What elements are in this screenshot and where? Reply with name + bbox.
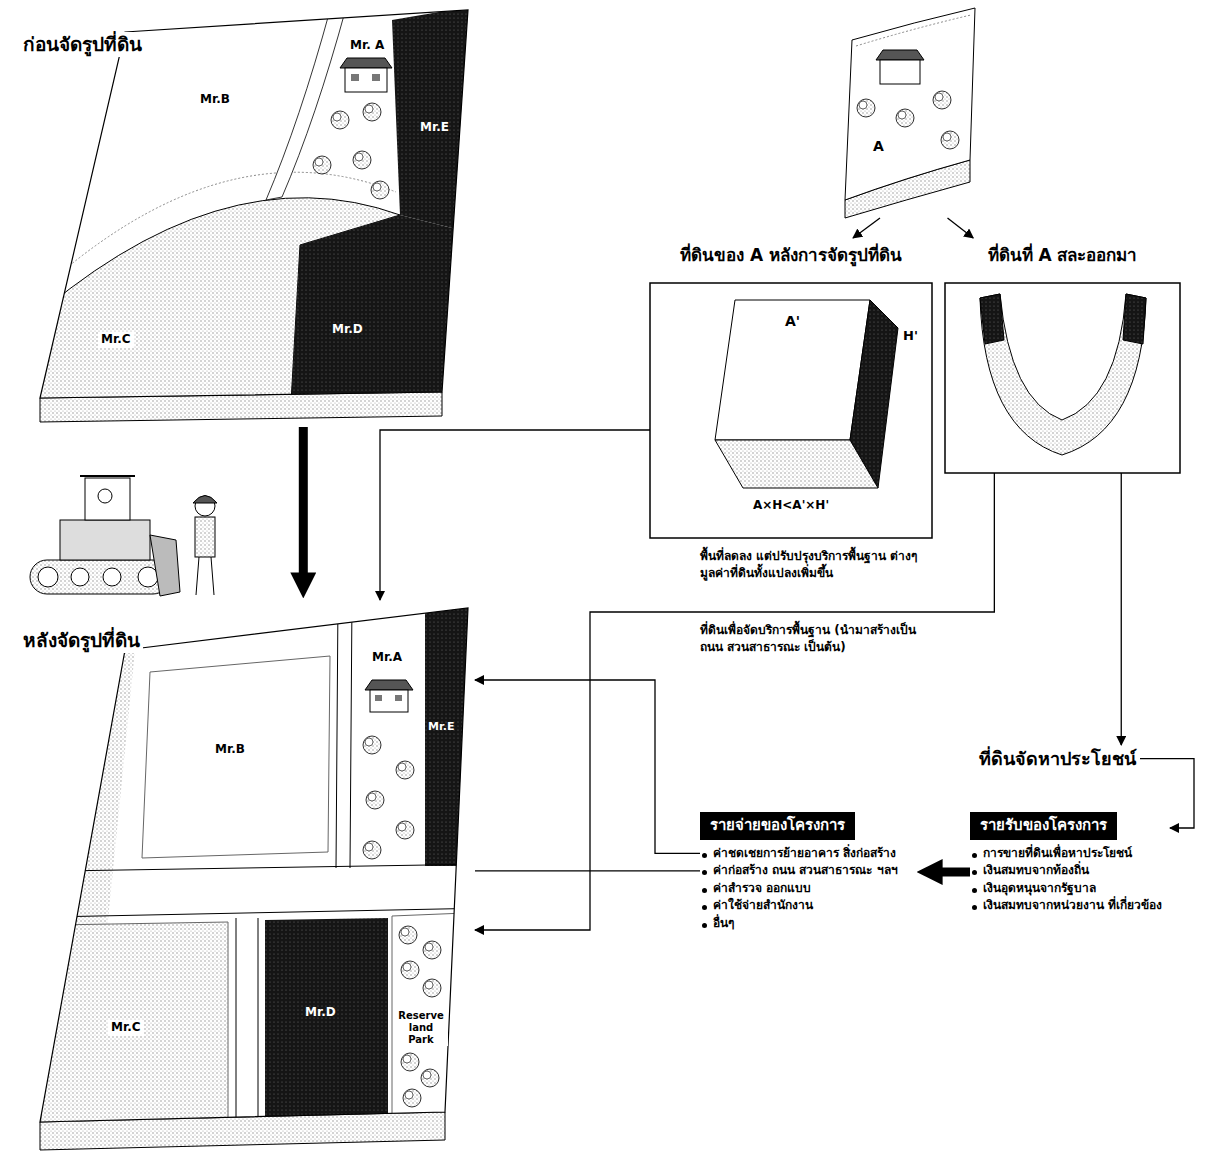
parcel-label: Mr.D [332,322,363,338]
list-item: อื่นๆ [713,916,734,932]
map-heading: หลังจัดรูปที่ดิน [20,628,143,653]
bullet-dot [972,870,977,875]
list-item-row: เงินสมทบจากหน่วยงาน ที่เกี่ยวข้อง [970,898,1170,914]
list-item: เงินอุดหนุนจากรัฐบาล [983,881,1096,897]
income-box: รายรับของโครงการการขายที่ดินเพื่อหาประโย… [970,812,1170,916]
parcel-label: Mr. A [350,38,384,54]
map-before-drawing [20,5,480,422]
list-item: ค่าก่อสร้าง ถนน สวนสาธารณะ ฯลฯ [713,863,898,879]
connector-line [948,218,974,238]
parcel-label: Mr.E [420,120,449,136]
bullet-dot [702,905,707,910]
bullet-dot [702,888,707,893]
connector-line [1140,759,1194,828]
parcel-label: Mr.E [428,720,455,734]
parcel-a-drawing [845,8,975,218]
bullet-dot [972,905,977,910]
list-heading: รายรับของโครงการ [970,812,1117,840]
parcel-label: Mr.C [108,1020,144,1036]
list-item-row: ค่าใช้จ่ายสำนักงาน [700,898,915,914]
parcel-label: Mr.B [200,92,230,108]
land-contributed-box: ที่ดินที่ A สละออกมา [945,238,1180,473]
dimension-label: A' [785,312,800,330]
note-text: พื้นที่ลดลง แต่ปรับปรุงบริการพื้นฐาน ต่า… [700,548,935,582]
list-item-row: เงินสมทบจากท้องถิ่น [970,863,1170,879]
bulldozer [30,476,217,596]
parcel-label: Mr.A [372,650,402,666]
connector-line [380,430,650,600]
list-heading: รายจ่ายของโครงการ [700,812,855,840]
list-item-row: อื่นๆ [700,916,915,932]
connector-line [853,218,880,238]
connector-line [475,870,700,871]
flow-arrow [940,868,970,877]
edge-label: ที่ดินเพื่อจัดบริการพื้นฐาน (นำมาสร้างเป… [700,622,935,656]
expense-box: รายจ่ายของโครงการค่าชดเชยการย้ายอาคาร สิ… [700,812,915,933]
bullet-dot [972,853,977,858]
parcel-label: Reserve land Park [394,1010,448,1046]
land-contributed-drawing [945,283,1180,473]
bullet-dot [702,923,707,928]
parcel-a: A [835,2,985,218]
revenue-land-node: ที่ดินจัดหาประโยชน์ [975,745,1140,772]
map-after: หลังจัดรูปที่ดิน [15,600,475,1155]
list-item: เงินสมทบจากท้องถิ่น [983,863,1089,879]
list-item: ค่าใช้จ่ายสำนักงาน [713,898,813,914]
list-item-row: เงินอุดหนุนจากรัฐบาล [970,881,1170,897]
list-item-row: ค่าชดเชยการย้ายอาคาร สิ่งก่อสร้าง [700,846,915,862]
box-heading: ที่ดินของ A หลังการจัดรูปที่ดิน [650,244,932,266]
parcel-label: Mr.D [305,1005,336,1021]
list-item: ค่าชดเชยการย้ายอาคาร สิ่งก่อสร้าง [713,846,896,862]
parcel-label: Mr.B [215,742,245,758]
map-before: ก่อนจัดรูปที่ดิน [15,0,480,425]
parcel-letter: A [873,137,884,155]
bullet-dot [702,853,707,858]
parcel-label: Mr.C [98,332,134,348]
map-heading: ก่อนจัดรูปที่ดิน [20,32,145,57]
connector-line [475,473,994,930]
list-item-row: ค่าก่อสร้าง ถนน สวนสาธารณะ ฯลฯ [700,863,915,879]
bullet-dot [972,888,977,893]
land-after-box: ที่ดินของ A หลังการจัดรูปที่ดิน A' H' A×H<A… [650,238,932,538]
node-text: ที่ดินจัดหาประโยชน์ [975,745,1140,772]
list-item: ค่าสำรวจ ออกแบบ [713,881,811,897]
formula-text: A×H<A'×H' [650,498,932,514]
list-item: เงินสมทบจากหน่วยงาน ที่เกี่ยวข้อง [983,898,1162,914]
list-item-row: ค่าสำรวจ ออกแบบ [700,881,915,897]
dimension-label: H' [903,328,918,345]
list-item: การขายที่ดินเพื่อหาประโยชน์ [983,846,1132,862]
box-heading: ที่ดินที่ A สละออกมา [945,244,1180,266]
list-item-row: การขายที่ดินเพื่อหาประโยชน์ [970,846,1170,862]
land-after-drawing [650,283,932,538]
bullet-dot [702,870,707,875]
connector-line [475,680,700,853]
flow-arrow [299,427,308,575]
connector-line [1121,473,1122,745]
map-after-drawing [0,600,490,1150]
